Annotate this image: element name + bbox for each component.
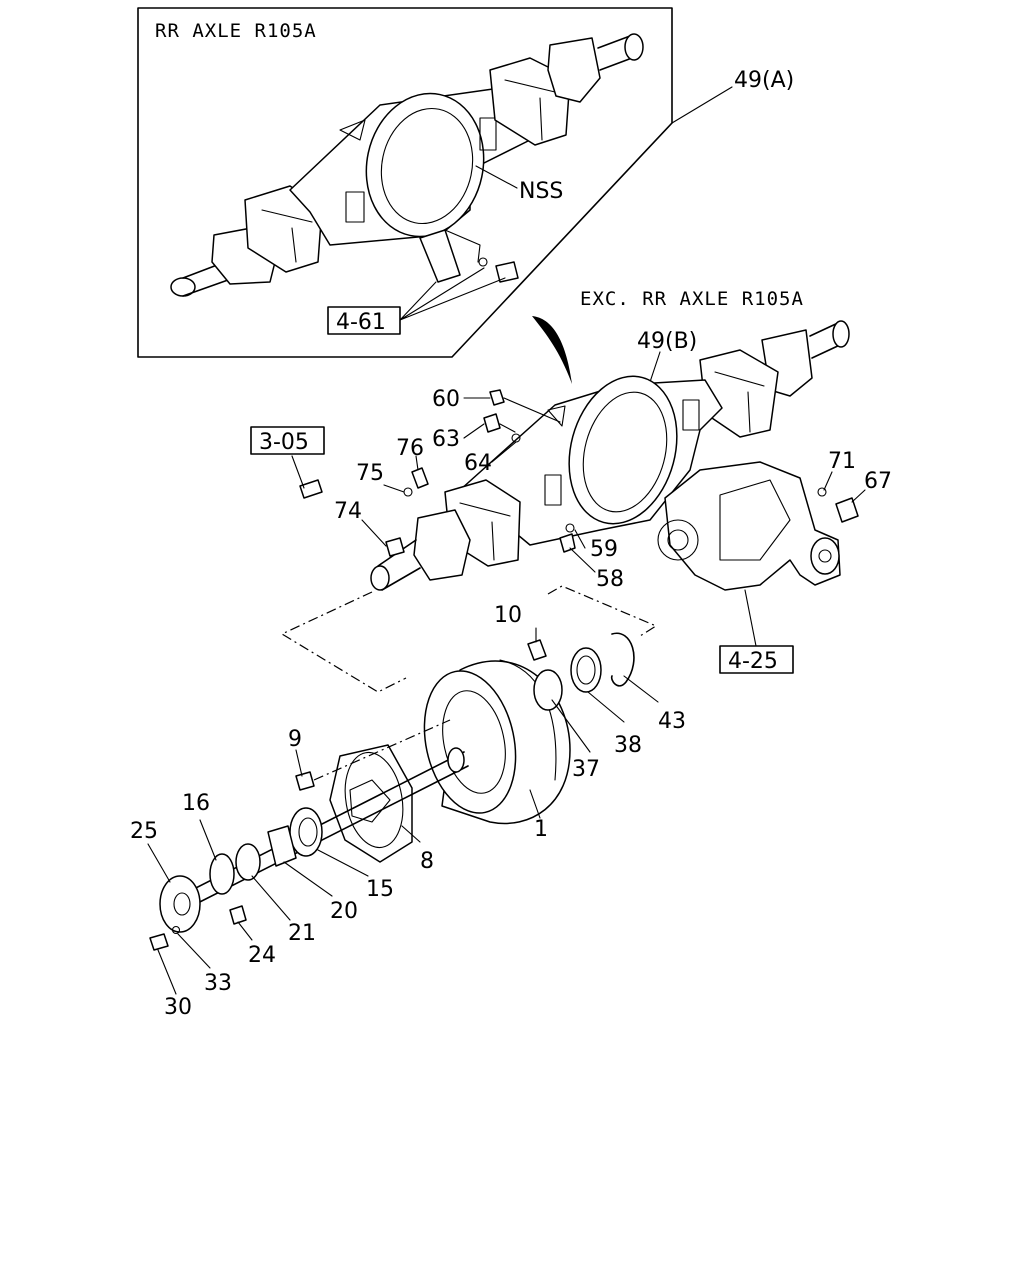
inset-axle-housing [170, 33, 644, 297]
label-63: 63 [432, 427, 460, 452]
main-leaders [291, 397, 866, 647]
label-30: 30 [164, 995, 192, 1020]
part-75-washer [403, 487, 413, 497]
ref-305: 3-05 [259, 430, 309, 455]
hub-leaders [147, 627, 659, 995]
bearing-37 [533, 669, 563, 711]
curved-arrow [532, 316, 572, 384]
label-67: 67 [864, 469, 892, 494]
label-60: 60 [432, 387, 460, 412]
label-43: 43 [658, 709, 686, 734]
label-38: 38 [614, 733, 642, 758]
label-64: 64 [464, 451, 492, 476]
part-58-plug [559, 533, 576, 553]
seal-38 [570, 647, 602, 693]
label-58: 58 [596, 567, 624, 592]
main-small-parts [299, 389, 859, 557]
label-59: 59 [590, 537, 618, 562]
hub [329, 744, 413, 863]
inset-panel: RR AXLE R105A [137, 7, 673, 358]
main-title: EXC. RR AXLE R105A [580, 288, 804, 310]
label-8: 8 [420, 849, 434, 874]
label-76: 76 [396, 436, 424, 461]
label-49a: 49(A) [734, 68, 794, 93]
snap-ring-43 [610, 632, 635, 687]
label-25: 25 [130, 819, 158, 844]
label-20: 20 [330, 899, 358, 924]
differential-carrier [657, 461, 841, 591]
seal-16 [209, 853, 235, 895]
hub-drum-assembly [149, 632, 635, 951]
leader-nss [475, 165, 518, 189]
bolt-30 [149, 933, 169, 951]
label-24: 24 [248, 943, 276, 968]
leader-49a [671, 86, 733, 124]
label-1: 1 [534, 817, 548, 842]
label-37: 37 [572, 757, 600, 782]
label-9: 9 [288, 727, 302, 752]
nut-21 [235, 843, 261, 881]
part-60-bolt [489, 389, 505, 406]
label-16: 16 [182, 791, 210, 816]
part-59-gasket [565, 523, 575, 533]
main-axle-housing [370, 320, 850, 591]
nut-10 [527, 639, 547, 661]
label-74: 74 [334, 499, 362, 524]
label-nss: NSS [519, 179, 563, 204]
part-76-nut [411, 467, 429, 489]
ref-461: 4-61 [336, 310, 386, 335]
part-3-05-bolt [299, 479, 323, 499]
leader-461 [399, 267, 506, 321]
inset-title: RR AXLE R105A [155, 20, 317, 42]
label-33: 33 [204, 971, 232, 996]
shaft-flange [159, 875, 201, 933]
label-21: 21 [288, 921, 316, 946]
lock-washer-20 [267, 825, 297, 867]
label-15: 15 [366, 877, 394, 902]
part-74-bolt [385, 537, 405, 557]
bolt-24 [229, 905, 247, 925]
washer-33 [171, 925, 181, 935]
stud-9 [295, 771, 315, 791]
inset-border [137, 7, 673, 358]
ref-425: 4-25 [728, 649, 778, 674]
label-75: 75 [356, 461, 384, 486]
bracket-left [280, 591, 407, 693]
part-71-washer [817, 487, 827, 497]
label-10: 10 [494, 603, 522, 628]
ref-box-305 [250, 426, 325, 455]
bracket-right [547, 585, 658, 637]
ref-box-425 [719, 645, 794, 674]
ref-box-461 [327, 306, 401, 335]
label-49b: 49(B) [637, 329, 697, 354]
part-67-bolt [835, 497, 859, 523]
part-63-bolt [483, 413, 501, 433]
label-71: 71 [828, 449, 856, 474]
